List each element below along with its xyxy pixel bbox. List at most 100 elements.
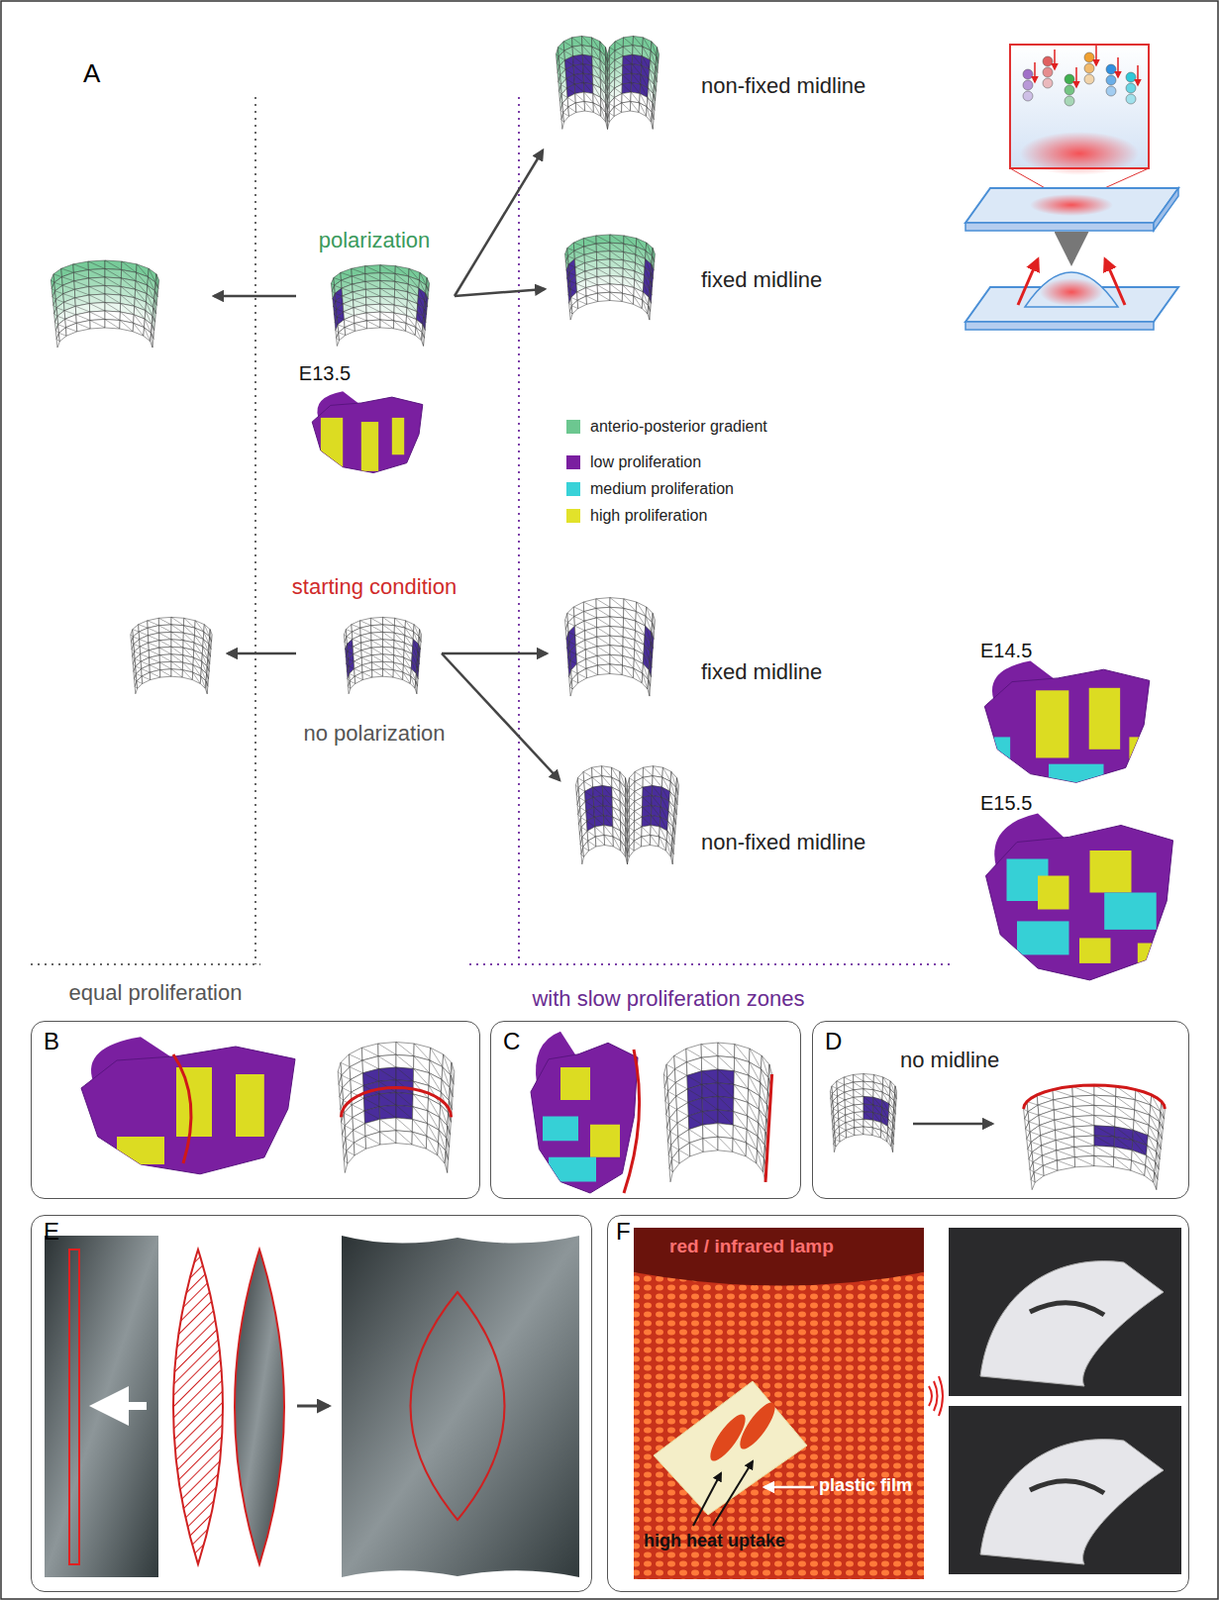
mesh-edge [575, 93, 585, 102]
mesh-edge [668, 1155, 672, 1160]
mesh-edge [136, 681, 143, 685]
mesh-edge [597, 636, 610, 645]
mesh-cell [604, 825, 613, 838]
mesh-edge [148, 642, 160, 648]
mesh-cell [701, 1056, 718, 1072]
mesh-edge [837, 1104, 845, 1109]
mesh-cell [756, 1149, 765, 1173]
mesh-edge [365, 1123, 381, 1132]
mesh-edge [575, 635, 586, 641]
mesh-cell [641, 835, 651, 848]
mesh-cell [597, 626, 610, 638]
mesh-cell [593, 102, 602, 117]
mesh-edge [396, 1130, 412, 1145]
mesh-edge [383, 669, 395, 678]
mesh-cell [596, 251, 610, 261]
mesh-cell [666, 840, 673, 857]
mesh-cell [584, 92, 594, 103]
mesh-cell [104, 319, 120, 330]
mesh-edge [609, 47, 615, 51]
mesh-edge [90, 319, 105, 328]
mesh-edge [584, 620, 597, 627]
mesh-cell [651, 796, 662, 809]
mesh-edge [73, 272, 89, 279]
mesh-cell [582, 54, 593, 66]
mesh-cell [641, 673, 648, 690]
mesh-edge [620, 840, 626, 857]
mesh-edge [330, 283, 334, 286]
mesh-edge [621, 102, 631, 111]
mesh-edge [597, 285, 610, 293]
mesh-cell [90, 310, 105, 321]
mesh-edge [104, 310, 120, 320]
flow-arrow [227, 652, 297, 656]
mesh-edge [609, 616, 623, 628]
mesh-edge [576, 275, 587, 280]
mesh-edge [362, 665, 373, 671]
mesh-cell [366, 319, 381, 329]
mesh-edge [334, 293, 342, 297]
mesh-edge [592, 767, 603, 776]
mesh-edge [135, 673, 142, 677]
mesh-edge [383, 624, 396, 633]
mesh-cell [159, 624, 173, 633]
tissue-mesh [1023, 1085, 1166, 1191]
mesh-cell [609, 635, 623, 647]
mesh-edge [614, 50, 623, 56]
mesh-edge [343, 1160, 347, 1164]
mesh-edge [371, 640, 384, 648]
mesh-edge [138, 631, 148, 636]
mesh-cell [633, 836, 642, 851]
mesh-cell [597, 267, 610, 277]
mesh-edge [650, 825, 660, 837]
mesh-cell [584, 101, 594, 113]
mesh-edge [565, 69, 575, 75]
mesh-cell [403, 672, 411, 684]
mesh-cell [379, 1093, 397, 1108]
mesh-cell [346, 1142, 355, 1164]
mesh-edge [569, 641, 577, 645]
mesh-edge [663, 1074, 667, 1079]
mesh-edge [634, 801, 643, 808]
mesh-edge [584, 254, 597, 261]
mesh-cell [622, 45, 633, 57]
mesh-edge [666, 1064, 675, 1070]
mesh-cell [604, 815, 613, 827]
mesh-edge [565, 619, 569, 623]
mesh-edge [334, 322, 338, 325]
mesh-edge [593, 797, 604, 806]
mesh-cell [609, 284, 623, 294]
mesh-edge [717, 1123, 733, 1139]
mesh-edge [583, 64, 594, 76]
mesh-edge [627, 795, 630, 799]
mesh-edge [603, 796, 613, 808]
mesh-edge [379, 1107, 397, 1118]
mesh-edge [380, 296, 395, 305]
mesh-edge [76, 314, 91, 321]
mesh-edge [576, 284, 587, 289]
mesh-edge [159, 655, 172, 663]
mesh-cell [88, 269, 105, 280]
mesh-edge [573, 242, 584, 247]
mesh-edge [370, 617, 383, 625]
mesh-edge [573, 65, 584, 74]
mesh-edge [148, 650, 160, 656]
mesh-edge [609, 664, 622, 676]
mesh-cell [631, 64, 642, 76]
mesh-cell [143, 327, 152, 342]
mesh-edge [582, 54, 593, 66]
mesh-edge [134, 658, 141, 662]
mesh-edge [201, 676, 206, 689]
mesh-edge [677, 1122, 690, 1130]
mesh-cell [571, 673, 578, 690]
mesh-cell [745, 1142, 757, 1164]
mesh-cell [602, 776, 612, 788]
mesh-edge [633, 840, 641, 847]
mesh-cell [411, 1131, 427, 1149]
mesh-cell [702, 1069, 718, 1085]
mesh-cell [396, 1130, 412, 1145]
mesh-edge [54, 313, 58, 316]
mesh-cell [344, 323, 355, 336]
mesh-cell [575, 92, 585, 103]
